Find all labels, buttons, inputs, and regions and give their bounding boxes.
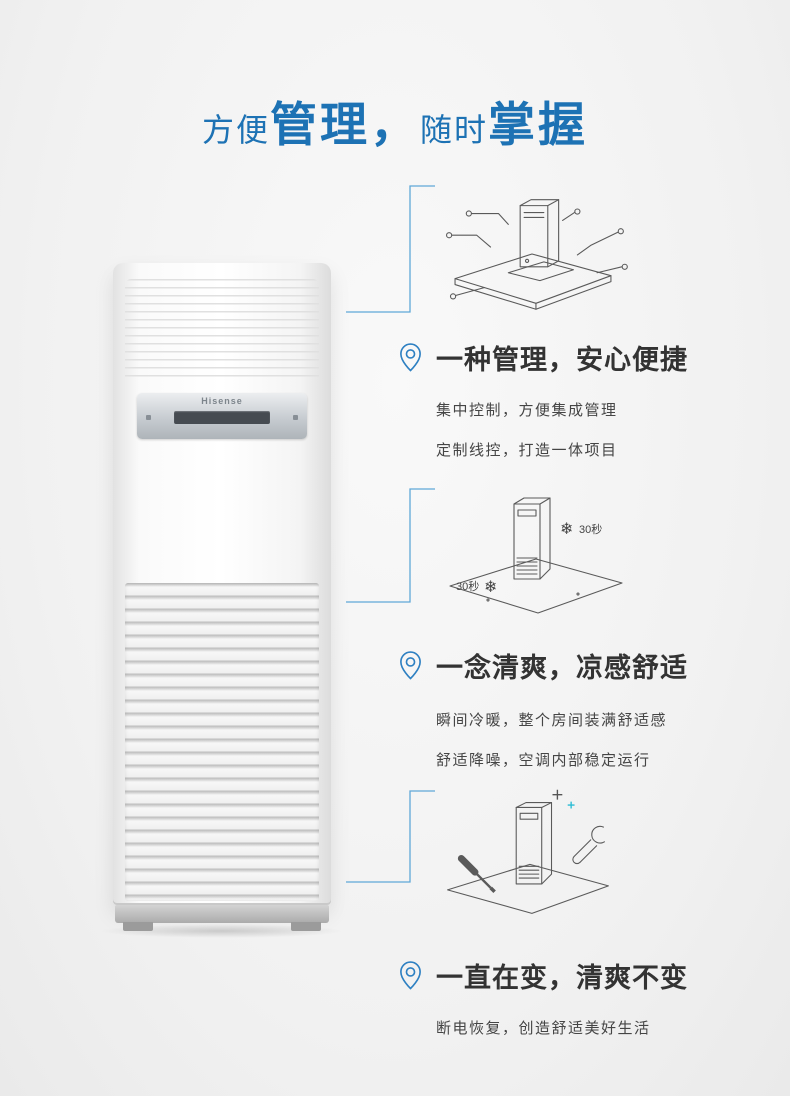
- title-small-1: 方便: [201, 112, 270, 148]
- label-30s-top: 30秒: [579, 522, 602, 536]
- illustration-ac-maintenance: [426, 780, 738, 932]
- ac-display-window: [174, 411, 270, 424]
- feature-heading-row: 一直在变，清爽不变: [398, 956, 738, 995]
- feature-desc-line: 集中控制，方便集成管理: [436, 402, 618, 419]
- panel-button-right: [293, 415, 298, 420]
- illustration-ac-cooling-30s: ❄ 30秒 30秒 ❄: [426, 482, 738, 632]
- title-small-2: 随时: [420, 112, 489, 148]
- location-pin-icon: [400, 343, 421, 372]
- feature-desc-line: 定制线控，打造一体项目: [436, 442, 618, 459]
- feature-desc-line: 舒适降噪，空调内部稳定运行: [436, 752, 651, 769]
- ac-body: Hisense: [113, 263, 331, 905]
- snowflake-icon: ❄: [560, 521, 573, 538]
- feature-desc-line: 瞬间冷暖，整个房间装满舒适感: [436, 712, 668, 729]
- ac-control-panel: Hisense: [137, 393, 307, 439]
- ac-base: [115, 905, 329, 923]
- ac-floor-shadow: [99, 924, 345, 938]
- connector-line-2: [346, 488, 435, 603]
- feature-heading: 一念清爽，凉感舒适: [436, 653, 688, 683]
- feature-heading: 一直在变，清爽不变: [436, 963, 688, 993]
- brand-logo: Hisense: [201, 396, 243, 406]
- ac-foot-right: [291, 922, 321, 931]
- page-title: 方便管理，随时掌握: [0, 86, 790, 155]
- ac-foot-left: [123, 922, 153, 931]
- location-pin-icon: [400, 961, 421, 990]
- feature-desc-line: 断电恢复，创造舒适美好生活: [436, 1020, 651, 1037]
- connector-line-3: [346, 790, 435, 883]
- ac-lower-grille: [125, 583, 319, 901]
- ac-top-vent: [125, 279, 319, 379]
- feature-cooling: ❄ 30秒 30秒 ❄ 一念清爽，凉感舒适 瞬间冷暖，整个房间装满舒适感 舒适降…: [398, 482, 738, 770]
- feature-heading-row: 一念清爽，凉感舒适: [398, 646, 738, 685]
- wrench-icon: [572, 825, 606, 865]
- connector-line-1: [346, 185, 435, 313]
- title-big-1: 管理，: [270, 98, 420, 151]
- feature-reliability: 一直在变，清爽不变 断电恢复，创造舒适美好生活: [398, 780, 738, 1038]
- screwdriver-icon: [457, 855, 496, 894]
- feature-heading: 一种管理，安心便捷: [436, 345, 688, 375]
- illustration-server-on-platform: [426, 178, 738, 326]
- panel-button-left: [146, 415, 151, 420]
- air-conditioner-product-image: Hisense: [99, 263, 345, 938]
- feature-heading-row: 一种管理，安心便捷: [398, 338, 738, 377]
- title-big-2: 掌握: [488, 98, 589, 151]
- label-30s-bottom: 30秒: [456, 579, 479, 593]
- snowflake-icon: ❄: [484, 579, 497, 596]
- location-pin-icon: [400, 651, 421, 680]
- plus-sparkles-icon: [552, 789, 575, 809]
- feature-management: 一种管理，安心便捷 集中控制，方便集成管理 定制线控，打造一体项目: [398, 178, 738, 460]
